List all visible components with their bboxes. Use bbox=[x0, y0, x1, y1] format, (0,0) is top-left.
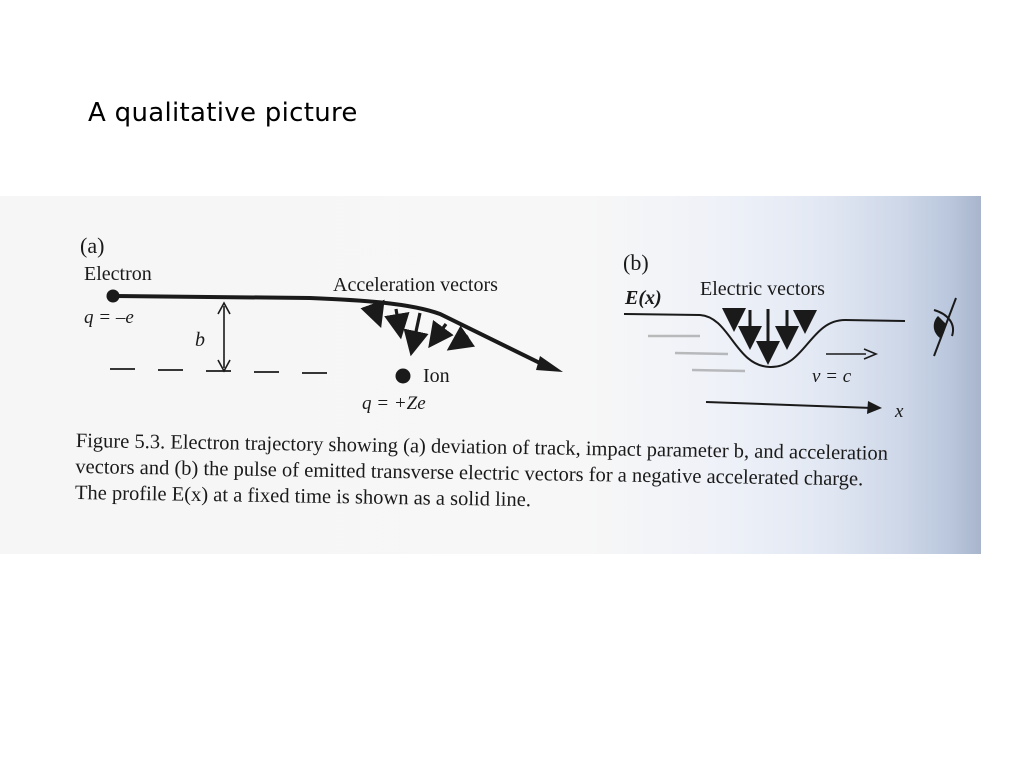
electron-label: Electron bbox=[84, 263, 152, 285]
acceleration-vectors bbox=[360, 299, 476, 357]
electric-vectors bbox=[722, 308, 817, 365]
figure-caption: Figure 5.3. Electron trajectory showing … bbox=[75, 428, 976, 520]
x-axis-arrowhead bbox=[867, 401, 882, 414]
velocity-arrowhead bbox=[863, 348, 879, 360]
panel-b-label: (b) bbox=[623, 250, 649, 275]
ion-charge: q = +Ze bbox=[362, 393, 426, 414]
electron-trajectory bbox=[111, 294, 550, 369]
x-axis bbox=[705, 401, 873, 409]
impact-parameter-label: b bbox=[195, 329, 205, 351]
acceleration-vectors-label: Acceleration vectors bbox=[333, 274, 498, 296]
velocity-label: v = c bbox=[812, 366, 852, 387]
panel-b: (b) E(x) Electric vectors bbox=[623, 250, 957, 422]
ion-label: Ion bbox=[423, 365, 450, 387]
figure-diagram: (a) Electron q = –e b bbox=[80, 233, 957, 422]
x-axis-label: x bbox=[894, 401, 904, 422]
electron-charge: q = –e bbox=[84, 307, 134, 328]
panel-a: (a) Electron q = –e b bbox=[80, 233, 563, 414]
field-profile-label: E(x) bbox=[624, 287, 662, 309]
panel-a-label: (a) bbox=[80, 233, 104, 258]
impact-arrow-up bbox=[217, 301, 231, 315]
electric-vectors-label: Electric vectors bbox=[700, 278, 825, 300]
figure-scan: (a) Electron q = –e b bbox=[0, 196, 981, 554]
field-profile-curve bbox=[623, 313, 906, 369]
dashed-reference-line bbox=[110, 368, 327, 374]
ion-dot bbox=[395, 368, 411, 384]
observer-eye-icon bbox=[933, 297, 957, 357]
hatching bbox=[648, 334, 746, 373]
slide-title: A qualitative picture bbox=[88, 98, 358, 128]
trajectory-arrowhead bbox=[536, 356, 563, 372]
